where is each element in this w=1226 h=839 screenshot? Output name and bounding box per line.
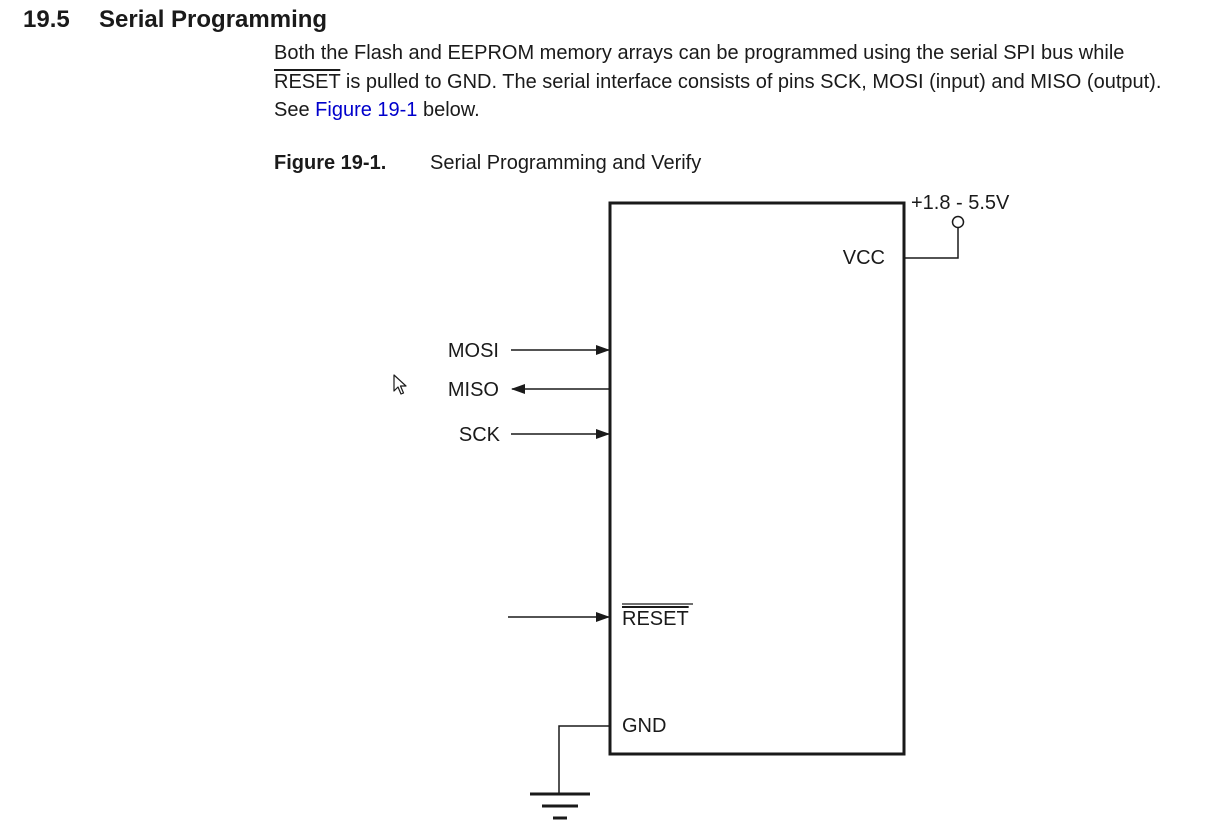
paragraph-text-2: is pulled to GND. The serial interface c… xyxy=(274,70,1162,122)
pin-label-miso: MISO xyxy=(448,379,499,401)
pin-label-vcc: VCC xyxy=(843,247,885,269)
figure-caption: Figure 19-1. Serial Programming and Verif… xyxy=(274,150,701,176)
figure-title: Serial Programming and Verify xyxy=(430,152,702,174)
paragraph-text-3: below. xyxy=(417,99,480,121)
ground-symbol-icon xyxy=(530,792,590,820)
figure-number: Figure 19-1. xyxy=(274,152,387,174)
vcc-wire xyxy=(904,227,959,259)
pin-label-reset: RESET xyxy=(622,608,689,630)
section-number: 19.5 xyxy=(23,6,70,33)
gnd-wire xyxy=(558,725,610,794)
section-title: Serial Programming xyxy=(99,6,328,33)
paragraph-text-1: Both the Flash and EEPROM memory arrays … xyxy=(274,42,1125,64)
section-heading: 19.5 Serial Programming xyxy=(23,4,327,36)
supply-voltage-label: +1.8 - 5.5V xyxy=(911,192,1010,214)
chip-outline xyxy=(608,201,906,756)
mouse-pointer-icon xyxy=(393,374,407,395)
figure-link[interactable]: Figure 19-1 xyxy=(315,99,418,121)
section-paragraph: Both the Flash and EEPROM memory arrays … xyxy=(274,39,1194,125)
pin-label-gnd: GND xyxy=(622,715,666,737)
pin-label-mosi: MOSI xyxy=(448,340,499,362)
pin-label-sck: SCK xyxy=(459,424,501,446)
supply-terminal-icon xyxy=(951,215,965,229)
reset-signal-name: RESET xyxy=(274,70,341,93)
